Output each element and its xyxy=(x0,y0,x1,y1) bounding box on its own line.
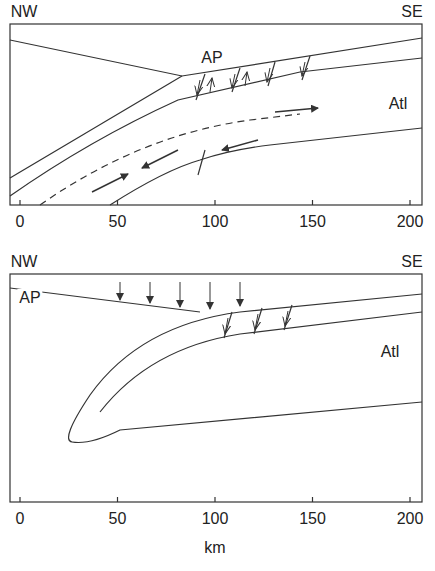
panel-frame xyxy=(10,274,422,502)
axis-number: 0 xyxy=(14,510,27,528)
axis-number: 200 xyxy=(395,213,426,231)
direction-label: NW xyxy=(9,253,40,271)
load-arrows xyxy=(120,282,240,309)
flow-arrows xyxy=(92,108,318,192)
region-label: Atl xyxy=(379,343,402,361)
faults xyxy=(224,305,292,338)
axis-number: 100 xyxy=(200,213,231,231)
axis-number: 200 xyxy=(395,510,426,528)
slab-base xyxy=(110,128,422,205)
region-label: Atl xyxy=(387,95,410,113)
surface-line xyxy=(10,288,200,312)
axis-number: 50 xyxy=(107,510,129,528)
slab-kink xyxy=(198,150,205,175)
slab-outline xyxy=(69,294,422,443)
slab-top xyxy=(10,76,182,178)
axis-ticks xyxy=(20,200,410,502)
panel-frame xyxy=(10,24,422,205)
crust-base xyxy=(10,58,422,196)
region-label: AP xyxy=(17,289,42,307)
axis-number: 150 xyxy=(297,213,328,231)
region-label: AP xyxy=(199,49,224,67)
axis-number: 0 xyxy=(14,213,27,231)
fault-arrows xyxy=(225,311,288,334)
direction-label: NW xyxy=(9,3,40,21)
dashed-line xyxy=(40,114,300,205)
crust-base xyxy=(100,312,422,412)
direction-label: SE xyxy=(399,253,424,271)
surface-line xyxy=(10,38,422,76)
axis-number: 150 xyxy=(297,510,328,528)
axis-unit: km xyxy=(202,539,227,557)
axis-number: 50 xyxy=(107,213,129,231)
direction-label: SE xyxy=(399,3,424,21)
axis-number: 100 xyxy=(200,510,231,528)
